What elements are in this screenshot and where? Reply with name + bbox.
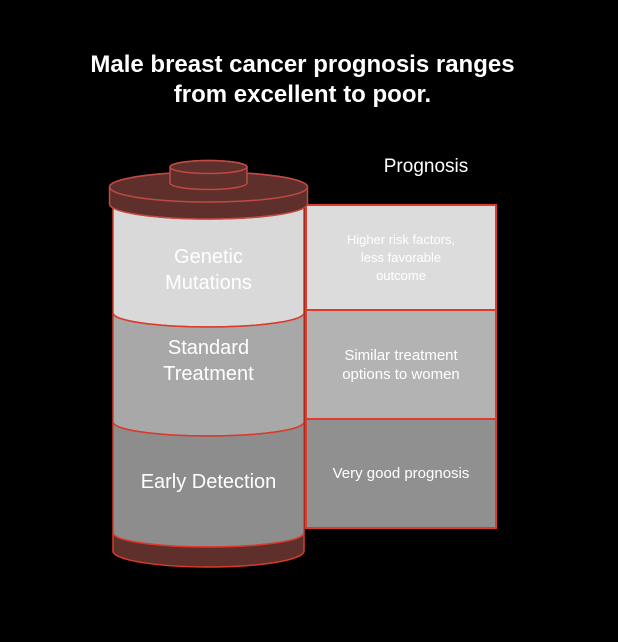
prognosis-text-1-value: Higher risk factors, less favorable outc… — [346, 231, 456, 283]
prognosis-text-3-value: Very good prognosis — [332, 465, 470, 482]
column-header-prognosis: Prognosis — [383, 156, 469, 177]
cylinder-bottom-cap — [112, 532, 305, 568]
prognosis-text-2: Similar treatment options to women — [306, 310, 496, 419]
cylinder-knob-rim — [169, 159, 248, 175]
prognosis-text-3: Very good prognosis — [306, 419, 496, 528]
prognosis-box-3 — [305, 418, 497, 529]
prognosis-text-2-value: Similar treatment options to women — [342, 346, 460, 383]
page-title: Male breast cancer prognosis ranges from… — [90, 51, 515, 108]
prognosis-text-1: Higher risk factors, less favorable outc… — [306, 205, 496, 310]
prognosis-box-1 — [305, 204, 497, 311]
cylinder-label-genetic-mutations: Genetic Mutations — [165, 246, 252, 294]
cylinder-label-standard-treatment: Standard Treatment — [163, 337, 254, 385]
prognosis-box-2 — [305, 309, 497, 420]
cylinder-label-early-detection: Early Detection — [140, 471, 277, 493]
cylinder-knob — [169, 159, 248, 191]
